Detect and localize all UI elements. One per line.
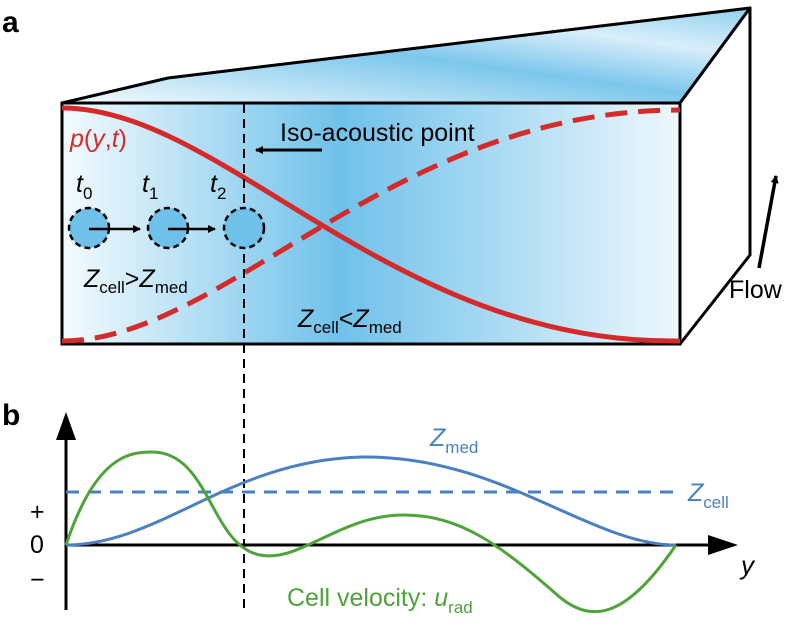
iso-acoustic-label: Iso-acoustic point [280, 119, 475, 147]
velocity-curve [64, 450, 678, 614]
flow-label: Flow [729, 276, 783, 304]
z-med-label: Zmed [429, 424, 478, 457]
z-med-curve [65, 455, 677, 547]
minus-mark: − [30, 566, 45, 594]
z-cell-label: Zcell [687, 479, 729, 512]
z-right-label: Zcell<Zmed [297, 305, 402, 337]
plus-mark: + [30, 498, 45, 526]
cell-circle-icon [222, 206, 266, 250]
z-left-label: Zcell>Zmed [83, 265, 188, 297]
arrow-flow-icon [757, 175, 779, 269]
time-label-t2: t2 [210, 170, 226, 203]
pressure-curve-dashed [61, 107, 681, 344]
zero-mark: 0 [30, 531, 44, 559]
y-axis-label: y [739, 550, 756, 580]
x-axis-arrow [708, 535, 738, 555]
velocity-label: Cell velocity: urad [287, 584, 473, 617]
panel-b-label: b [2, 399, 20, 432]
channel-top-face [60, 6, 752, 105]
pressure-curve [61, 105, 681, 344]
panel-a-label: a [2, 6, 19, 39]
time-label-t0: t0 [76, 170, 92, 203]
pressure-label: p(y,t) [69, 125, 127, 153]
time-label-t1: t1 [142, 170, 158, 203]
y-axis-arrow [56, 412, 76, 440]
